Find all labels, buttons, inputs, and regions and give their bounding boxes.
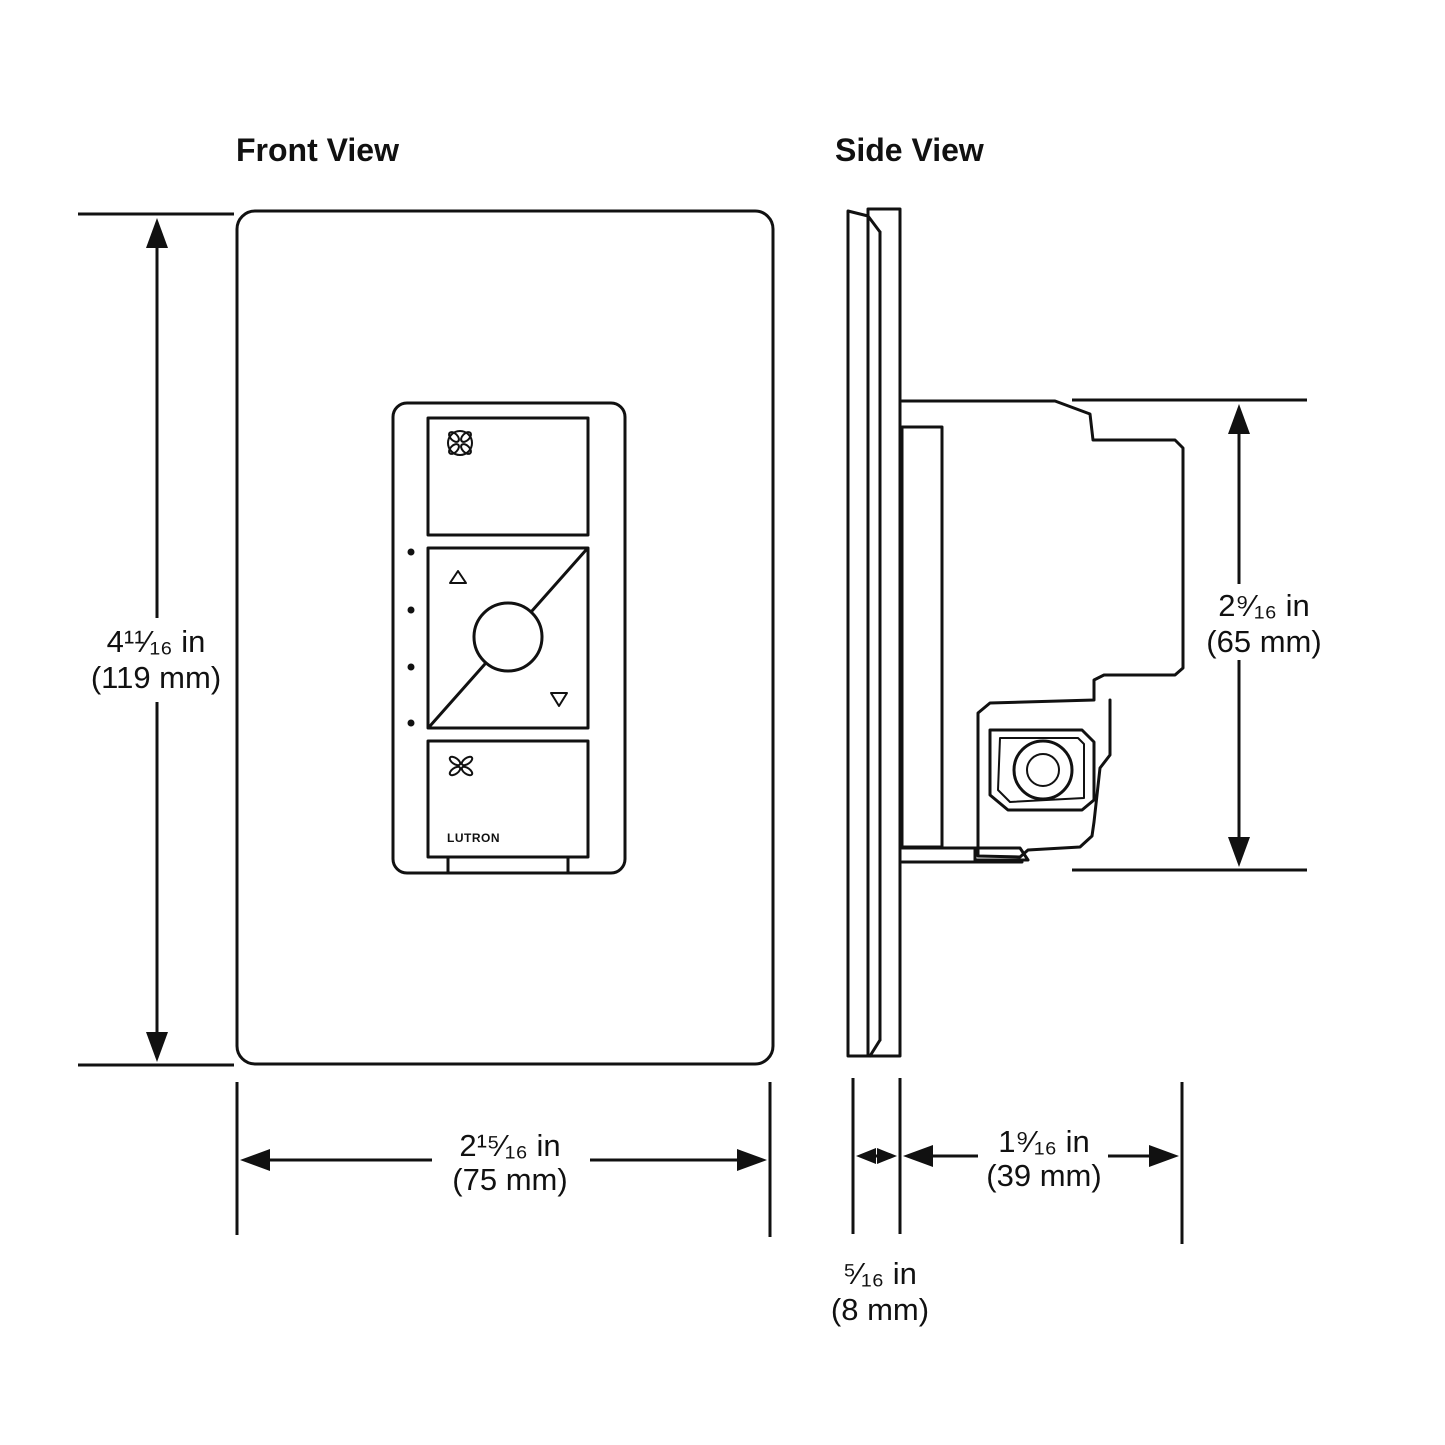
fan-icon <box>447 430 473 456</box>
led-indicator <box>407 719 415 727</box>
yoke-flange <box>900 425 944 849</box>
front-view: LUTRON <box>235 209 775 1066</box>
width-imperial-label: 2¹⁵⁄₁₆ in <box>459 1128 560 1163</box>
up-triangle-icon <box>449 570 467 584</box>
depth-dimensions: 1⁹⁄₁₆ in (39 mm) ⁵⁄₁₆ in (8 mm) <box>831 1078 1184 1327</box>
plate-depth-metric-label: (8 mm) <box>831 1292 929 1327</box>
device-body <box>900 399 1185 859</box>
down-triangle-icon <box>550 692 568 707</box>
body-depth-metric-label: (39 mm) <box>986 1158 1101 1193</box>
led-indicator <box>407 606 415 614</box>
body-height-metric-label: (65 mm) <box>1206 624 1321 659</box>
body-depth-imperial-label: 1⁹⁄₁₆ in <box>998 1124 1089 1159</box>
fan-icon <box>448 755 474 777</box>
led-indicator <box>407 663 415 671</box>
plate-depth-imperial-label: ⁵⁄₁₆ in <box>843 1256 917 1291</box>
height-dimension: 4¹¹⁄₁₆ in (119 mm) <box>78 212 234 1067</box>
body-height-dimension: 2⁹⁄₁₆ in (65 mm) <box>1072 398 1342 872</box>
fan-off-button[interactable] <box>426 739 590 859</box>
height-metric-label: (119 mm) <box>91 660 221 695</box>
height-imperial-label: 4¹¹⁄₁₆ in <box>107 624 206 659</box>
body-height-imperial-label: 2⁹⁄₁₆ in <box>1218 588 1309 623</box>
led-indicator <box>407 548 415 556</box>
terminal-bracket <box>988 728 1096 812</box>
terminal-screw <box>1012 739 1074 801</box>
width-dimension: 2¹⁵⁄₁₆ in (75 mm) <box>235 1082 772 1237</box>
front-view-title: Front View <box>236 132 399 168</box>
dimmer-frame <box>391 401 627 875</box>
plate-profile <box>846 207 902 1058</box>
wall-plate <box>235 209 775 1066</box>
center-button[interactable] <box>472 601 544 673</box>
side-view-title: Side View <box>835 132 984 168</box>
width-metric-label: (75 mm) <box>452 1162 567 1197</box>
speed-control-button[interactable] <box>426 546 590 730</box>
side-view <box>846 207 1185 1058</box>
fan-high-button[interactable] <box>426 416 590 537</box>
brand-logo: LUTRON <box>447 831 500 845</box>
